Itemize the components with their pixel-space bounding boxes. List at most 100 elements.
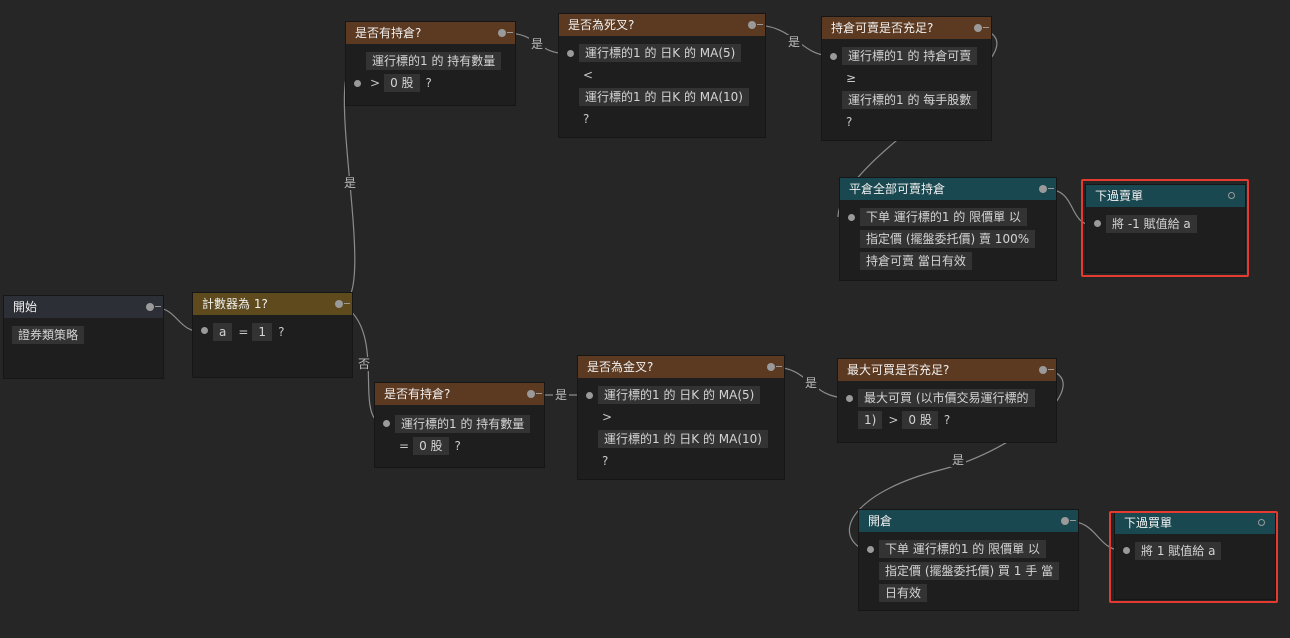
node-header: 開始 — [4, 296, 163, 318]
order-text-line[interactable]: 下单 運行標的1 的 限價單 以 — [860, 208, 1027, 226]
order-text-line[interactable]: 指定價 (擺盤委托價) 賣 100% — [860, 230, 1036, 248]
order-text-line[interactable]: 下单 運行標的1 的 限價單 以 — [879, 540, 1046, 558]
right-operand-chip[interactable]: 運行標的1 的 日K 的 MA(10) — [598, 430, 768, 448]
input-port[interactable] — [354, 80, 361, 87]
output-port[interactable] — [1039, 185, 1054, 193]
left-operand-chip[interactable]: 運行標的1 的 持倉可賣 — [842, 47, 978, 65]
variable-chip[interactable]: a — [213, 323, 233, 341]
input-port[interactable] — [830, 53, 837, 60]
input-port[interactable] — [567, 50, 574, 57]
output-port[interactable] — [1039, 366, 1054, 374]
field-chip[interactable]: 最大可買 (以市價交易運行標的 — [858, 389, 1035, 407]
input-port[interactable] — [586, 392, 593, 399]
operator: > — [370, 76, 381, 90]
output-port[interactable] — [748, 21, 763, 29]
node-sell-order-placed[interactable]: 下過賣單 將 -1 賦值給 a — [1086, 185, 1245, 272]
node-counter-condition[interactable]: 計數器為 1? a=1? — [193, 293, 352, 377]
question-mark: ? — [454, 439, 461, 453]
node-header: 是否為金叉? — [578, 356, 784, 378]
value-chip[interactable]: 0 股 — [384, 74, 420, 92]
node-sellable-sufficient[interactable]: 持倉可賣是否充足? 運行標的1 的 持倉可賣 ≥ 運行標的1 的 每手股數 ? — [822, 17, 991, 140]
output-port[interactable] — [1061, 517, 1076, 525]
field-chip[interactable]: 1) — [858, 411, 883, 429]
order-text-line[interactable]: 指定價 (擺盤委托價) 買 1 手 當 — [879, 562, 1060, 580]
right-operand-chip[interactable]: 運行標的1 的 日K 的 MA(10) — [579, 88, 749, 106]
node-header: 是否為死叉? — [559, 14, 765, 36]
node-title: 計數器為 1? — [202, 297, 268, 311]
input-port[interactable] — [867, 546, 874, 553]
node-title: 是否有持倉? — [384, 387, 451, 401]
assignment-chip[interactable]: 將 1 賦值給 a — [1135, 542, 1222, 560]
operator: > — [888, 413, 899, 427]
question-mark: ? — [846, 115, 853, 129]
node-header: 下過賣單 — [1086, 185, 1245, 207]
node-title: 平倉全部可賣持倉 — [849, 182, 946, 196]
operator: ≥ — [846, 71, 857, 85]
left-operand-chip[interactable]: 運行標的1 的 日K 的 MA(5) — [598, 386, 761, 404]
value-chip[interactable]: 0 股 — [413, 437, 449, 455]
edge-label-yes: 是 — [950, 453, 967, 467]
node-title: 開始 — [13, 300, 38, 314]
left-operand-chip[interactable]: 運行標的1 的 日K 的 MA(5) — [579, 44, 742, 62]
operator: > — [602, 410, 613, 424]
field-chip[interactable]: 運行標的1 的 持有數量 — [366, 52, 502, 70]
node-dead-cross[interactable]: 是否為死叉? 運行標的1 的 日K 的 MA(5) < 運行標的1 的 日K 的… — [559, 14, 765, 137]
node-header: 持倉可賣是否充足? — [822, 17, 991, 39]
value-chip[interactable]: 1 — [252, 323, 273, 341]
edge-label-yes: 是 — [786, 35, 803, 49]
node-start[interactable]: 開始 證券類策略 — [4, 296, 163, 378]
input-port[interactable] — [1094, 220, 1101, 227]
node-bottom-has-position[interactable]: 是否有持倉? 運行標的1 的 持有數量 =0 股? — [375, 383, 544, 467]
edge-label-no: 否 — [356, 357, 373, 371]
operator: < — [583, 68, 594, 82]
question-mark: ? — [278, 325, 285, 339]
node-max-buy-sufficient[interactable]: 最大可買是否充足? 最大可買 (以市價交易運行標的 1) >0 股? — [838, 359, 1056, 442]
order-text-line[interactable]: 持倉可賣 當日有效 — [860, 252, 972, 270]
order-text-line[interactable]: 日有效 — [879, 584, 928, 602]
output-port[interactable] — [498, 29, 513, 37]
node-header: 開倉 — [859, 510, 1078, 532]
input-port[interactable] — [201, 327, 208, 334]
node-open-position[interactable]: 開倉 下单 運行標的1 的 限價單 以 指定價 (擺盤委托價) 買 1 手 當 … — [859, 510, 1078, 610]
node-title: 是否為金叉? — [587, 360, 654, 374]
node-header: 計數器為 1? — [193, 293, 352, 315]
question-mark: ? — [943, 413, 951, 427]
output-port[interactable] — [527, 390, 542, 398]
input-port[interactable] — [848, 214, 855, 221]
question-mark: ? — [602, 454, 609, 468]
output-port[interactable] — [1258, 519, 1265, 526]
node-header: 是否有持倉? — [375, 383, 544, 405]
node-title: 是否為死叉? — [568, 18, 635, 32]
field-chip[interactable]: 運行標的1 的 持有數量 — [395, 415, 531, 433]
output-port[interactable] — [767, 363, 782, 371]
input-port[interactable] — [846, 395, 853, 402]
edge-label-yes: 是 — [553, 388, 570, 402]
edge-label-yes: 是 — [803, 376, 820, 390]
output-port[interactable] — [335, 300, 350, 308]
selection-highlight — [1109, 511, 1278, 603]
node-header: 下過買單 — [1115, 512, 1275, 534]
edge-label-yes: 是 — [529, 37, 546, 51]
node-close-all-position[interactable]: 平倉全部可賣持倉 下单 運行標的1 的 限價單 以 指定價 (擺盤委托價) 賣 … — [840, 178, 1056, 280]
value-chip[interactable]: 0 股 — [902, 411, 938, 429]
node-title: 最大可買是否充足? — [847, 363, 950, 377]
question-mark: ? — [583, 112, 590, 126]
input-port[interactable] — [1123, 547, 1130, 554]
node-buy-order-placed[interactable]: 下過買單 將 1 賦值給 a — [1115, 512, 1275, 599]
output-port[interactable] — [1228, 192, 1235, 199]
node-title: 是否有持倉? — [355, 26, 422, 40]
node-header: 是否有持倉? — [346, 22, 515, 44]
node-header: 最大可買是否充足? — [838, 359, 1056, 381]
node-title: 持倉可賣是否充足? — [831, 21, 934, 35]
output-port[interactable] — [146, 303, 161, 311]
right-operand-chip[interactable]: 運行標的1 的 每手股數 — [842, 91, 978, 109]
input-port[interactable] — [383, 420, 390, 427]
node-title: 開倉 — [868, 514, 893, 528]
output-port[interactable] — [974, 24, 989, 32]
node-title: 下過賣單 — [1095, 189, 1144, 203]
node-top-has-position[interactable]: 是否有持倉? 運行標的1 的 持有數量 >0 股? — [346, 22, 515, 105]
node-golden-cross[interactable]: 是否為金叉? 運行標的1 的 日K 的 MA(5) > 運行標的1 的 日K 的… — [578, 356, 784, 479]
strategy-type-chip[interactable]: 證券類策略 — [12, 326, 85, 344]
operator: = — [399, 439, 410, 453]
assignment-chip[interactable]: 將 -1 賦值給 a — [1106, 215, 1197, 233]
